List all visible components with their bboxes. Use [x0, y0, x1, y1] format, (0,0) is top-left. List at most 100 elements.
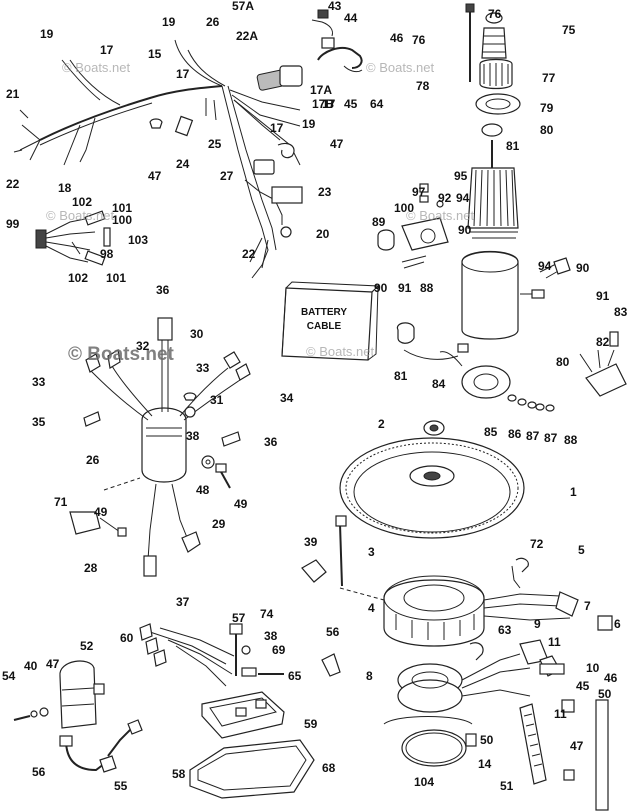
callout: 48: [196, 483, 210, 497]
callout: 75: [562, 23, 576, 37]
callout: 57A: [232, 0, 255, 13]
callout: 83: [614, 305, 628, 319]
callout: 104: [414, 775, 435, 789]
callout: 19: [40, 27, 54, 41]
callout: 3: [368, 545, 375, 559]
callout: 17A: [310, 83, 333, 97]
callout: 17: [270, 121, 284, 135]
callout: 65: [288, 669, 302, 683]
callout: 22A: [236, 29, 259, 43]
callout: 101: [106, 271, 127, 285]
callout: 87: [544, 431, 558, 445]
callout: 59: [304, 717, 318, 731]
callout: 60: [120, 631, 134, 645]
callout: 17: [100, 43, 114, 57]
watermark: © Boats.net: [62, 60, 131, 75]
callout: 55: [114, 779, 128, 793]
callout: 10: [586, 661, 600, 675]
watermark: © Boats.net: [46, 208, 115, 223]
callout: 26: [206, 15, 220, 29]
callout: 76: [488, 7, 502, 21]
callout: 85: [484, 425, 498, 439]
watermark: © Boats.net: [366, 60, 435, 75]
callout: 1: [570, 485, 577, 499]
callout: 102: [72, 195, 93, 209]
callout: 38: [186, 429, 200, 443]
callout: 100: [394, 201, 415, 215]
callout: 81: [506, 139, 520, 153]
callout: 100: [112, 213, 133, 227]
callout: 103: [128, 233, 149, 247]
callout: 43: [328, 0, 342, 13]
callout: 4: [368, 601, 375, 615]
callout: 102: [68, 271, 89, 285]
callout: 45: [576, 679, 590, 693]
callout: 91: [596, 289, 610, 303]
callout: 90: [458, 223, 472, 237]
callout: 68: [322, 761, 336, 775]
callout: 9: [534, 617, 541, 631]
callout: 58: [172, 767, 186, 781]
callout: 5: [578, 543, 585, 557]
callout: 92: [438, 191, 452, 205]
callout: 91: [398, 281, 412, 295]
callout: 63: [498, 623, 512, 637]
battery-cable-label: BATTERY CABLE: [288, 306, 360, 334]
callout: 47: [46, 657, 60, 671]
callout: 81: [394, 369, 408, 383]
callout: 82: [596, 335, 610, 349]
callout: 88: [564, 433, 578, 447]
callout: 94: [456, 191, 470, 205]
callout: 80: [540, 123, 554, 137]
callout: 46: [604, 671, 618, 685]
callout: 49: [94, 505, 108, 519]
callout: 74: [260, 607, 274, 621]
callout: 90: [576, 261, 590, 275]
callout: 89: [372, 215, 386, 229]
callout: 17: [322, 97, 336, 111]
callout: 94: [538, 259, 552, 273]
battery-cable-label-line2: CABLE: [306, 321, 342, 332]
callout: 17: [176, 67, 190, 81]
callout: 34: [280, 391, 294, 405]
callout: 18: [58, 181, 72, 195]
callout: 11: [548, 635, 561, 649]
callout: 26: [86, 453, 100, 467]
wiring-harness: [13, 9, 363, 279]
callout: 29: [212, 517, 226, 531]
callout: 38: [264, 629, 278, 643]
power-pack: [69, 317, 251, 577]
coil-and-leads: [13, 623, 341, 799]
callout: 56: [326, 625, 340, 639]
callout: 90: [374, 281, 388, 295]
callout: 28: [84, 561, 98, 575]
callout: 78: [416, 79, 430, 93]
callout: 69: [272, 643, 286, 657]
callout: 50: [598, 687, 612, 701]
watermark: © Boats.net: [306, 344, 375, 359]
callout: 51: [500, 779, 514, 793]
callout: 23: [318, 185, 332, 199]
callout: 20: [316, 227, 330, 241]
callout: 37: [176, 595, 190, 609]
callout: 47: [570, 739, 584, 753]
callout: 98: [100, 247, 114, 261]
callout: 49: [234, 497, 248, 511]
callout: 52: [80, 639, 94, 653]
callout: 36: [264, 435, 278, 449]
callout: 80: [556, 355, 570, 369]
callout: 11: [554, 707, 567, 721]
callout: 8: [366, 669, 373, 683]
callout: 19: [302, 117, 316, 131]
callout: 32: [136, 339, 150, 353]
callout: 22: [6, 177, 20, 191]
callout: 64: [370, 97, 384, 111]
watermark: © Boats.net: [406, 208, 475, 223]
callout: 22: [242, 247, 256, 261]
callout: 2: [378, 417, 385, 431]
callout: 86: [508, 427, 522, 441]
callout: 99: [6, 217, 20, 231]
watermark: © Boats.net: [68, 344, 174, 365]
callout: 19: [162, 15, 176, 29]
